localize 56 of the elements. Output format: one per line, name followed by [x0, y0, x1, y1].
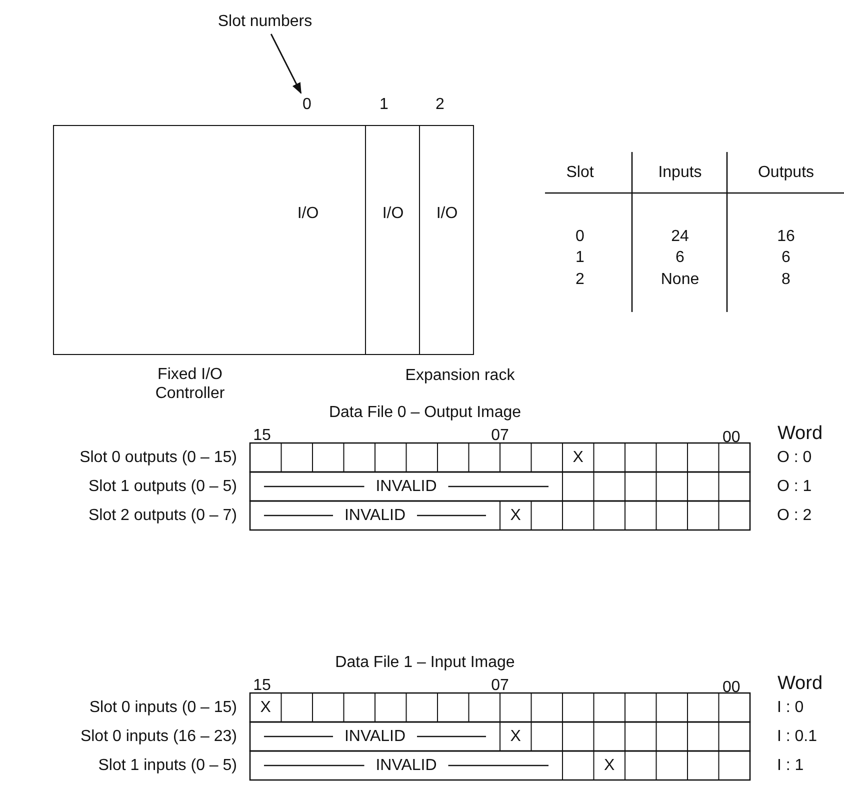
module-label: I/O	[297, 205, 319, 223]
invalid-marker: INVALID	[344, 727, 406, 746]
io-module-box	[419, 125, 474, 355]
table-value: 0	[576, 228, 584, 246]
invalid-marker: INVALID	[376, 477, 437, 496]
table-value: None	[660, 270, 700, 290]
callout-text: Slot numbers	[218, 13, 312, 31]
io-module-box	[365, 125, 420, 355]
word-address: O : 2	[777, 506, 812, 525]
bit-mark: X	[572, 448, 584, 467]
table-value: 24	[671, 228, 689, 246]
word-address: O : 0	[777, 448, 812, 467]
column-header: Outputs	[758, 164, 814, 182]
word-address: I : 0.1	[777, 727, 818, 746]
bit-number: 00	[722, 678, 740, 698]
word-address: O : 1	[777, 477, 812, 496]
bit-mark: X	[260, 698, 271, 717]
node-caption: Fixed I/O Controller	[154, 365, 226, 404]
slot-number: 1	[380, 96, 388, 114]
bit-number: 07	[491, 676, 509, 696]
column-header: Slot	[566, 164, 594, 182]
column-header: Word	[777, 423, 823, 445]
module-label: I/O	[436, 205, 458, 223]
row-label: Slot 0 inputs (16 – 23)	[80, 727, 237, 746]
row-label: Slot 1 outputs (0 – 5)	[88, 477, 237, 496]
row-label: Slot 0 inputs (0 – 15)	[89, 698, 237, 717]
slot-number: 0	[302, 96, 312, 114]
row-label: Slot 2 outputs (0 – 7)	[88, 506, 237, 525]
rack-caption: Expansion rack	[405, 366, 515, 386]
word-address: I : 1	[777, 756, 804, 775]
bit-mark: X	[604, 756, 615, 775]
column-header: Inputs	[658, 164, 702, 182]
bit-number: 00	[722, 428, 740, 448]
table-value: 6	[676, 248, 684, 268]
table-value: 6	[782, 248, 790, 268]
bit-mark: X	[510, 506, 521, 525]
table-value: 1	[576, 248, 584, 268]
controller-box	[53, 125, 366, 355]
row-label: Slot 1 inputs (0 – 5)	[98, 756, 237, 775]
bit-mark: X	[510, 727, 521, 746]
bit-number: 07	[491, 426, 509, 446]
section-title: Data File 0 – Output Image	[328, 404, 522, 422]
arrow	[270, 34, 302, 94]
column-header: Word	[777, 673, 823, 695]
invalid-marker: INVALID	[376, 756, 437, 775]
slot-number: 2	[436, 96, 444, 114]
module-label: I/O	[382, 205, 404, 223]
table-value: 16	[777, 228, 795, 246]
row-label: Slot 0 outputs (0 – 15)	[80, 448, 237, 467]
table-value: 2	[576, 270, 584, 290]
bit-number: 15	[253, 426, 271, 446]
invalid-marker: INVALID	[344, 506, 406, 525]
word-address: I : 0	[777, 698, 804, 717]
bit-number: 15	[253, 676, 271, 696]
table-value: 8	[782, 270, 790, 290]
section-title: Data File 1 – Input Image	[335, 654, 515, 672]
